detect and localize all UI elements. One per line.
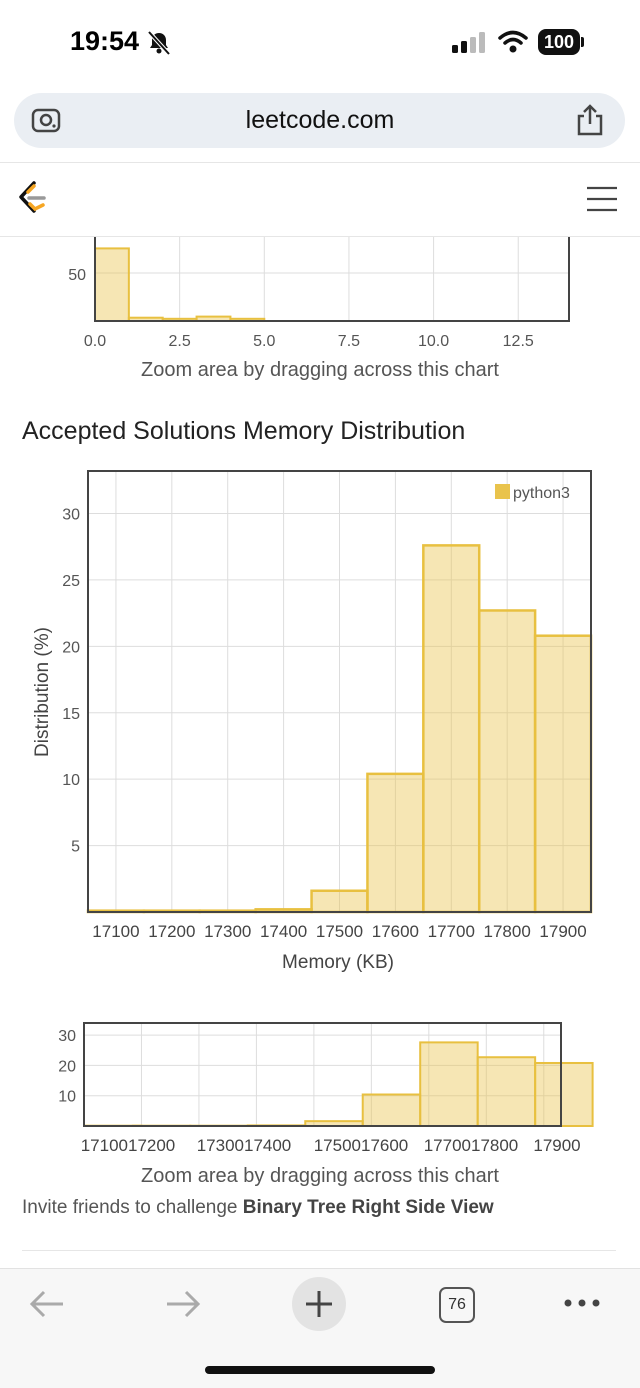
memory-zoom-chart[interactable]: 10 20 30 1710017200 1730017400 1750017600 177… xyxy=(0,1018,640,1163)
runtime-grid xyxy=(95,237,569,321)
battery-nub xyxy=(581,37,584,47)
histogram-bar[interactable] xyxy=(363,1094,420,1126)
histogram-bar[interactable] xyxy=(478,1057,535,1126)
x-tick-label: 12.5 xyxy=(503,333,534,350)
x-tick-label: 1770017800 xyxy=(424,1136,519,1155)
y-tick-label: 15 xyxy=(62,706,80,723)
y-tick-label: 10 xyxy=(62,772,80,789)
x-tick-label: 1750017600 xyxy=(314,1136,409,1155)
x-tick-label: 0.0 xyxy=(84,333,106,350)
x-tick-label: 17500 xyxy=(316,922,363,941)
x-tick-label: 17900 xyxy=(539,922,586,941)
x-tick-label: 17300 xyxy=(204,922,251,941)
histogram-bar[interactable] xyxy=(479,610,535,912)
y-axis-label: Distribution (%) xyxy=(32,627,53,757)
x-axis-label: Memory (KB) xyxy=(282,952,394,973)
x-tick-label: 17700 xyxy=(428,922,475,941)
y-tick-label: 30 xyxy=(62,507,80,524)
wifi-icon xyxy=(498,30,528,54)
zoom-hint: Zoom area by dragging across this chart xyxy=(0,359,640,382)
x-tick-label: 17800 xyxy=(484,922,531,941)
x-tick-label: 1710017200 xyxy=(81,1136,176,1155)
zoom-bars xyxy=(84,1042,593,1126)
x-tick-label: 17400 xyxy=(260,922,307,941)
runtime-zoom-chart[interactable]: 50 0.0 2.5 5.0 7.5 10.0 12.5 xyxy=(0,237,640,355)
battery-icon: 100 xyxy=(538,29,580,55)
new-tab-button[interactable] xyxy=(292,1277,346,1331)
y-tick-label: 25 xyxy=(62,573,80,590)
invite-prefix: Invite friends to challenge xyxy=(22,1197,243,1218)
invite-problem-link[interactable]: Binary Tree Right Side View xyxy=(243,1197,494,1218)
cellular-signal-icon xyxy=(452,32,488,54)
bell-slash-icon xyxy=(146,30,172,56)
x-tick-label: 2.5 xyxy=(169,333,191,350)
y-tick-label: 50 xyxy=(68,267,86,284)
browser-divider xyxy=(0,162,640,163)
legend-swatch xyxy=(495,484,510,499)
y-tick-label: 20 xyxy=(62,639,80,656)
leetcode-logo-icon[interactable] xyxy=(16,180,48,216)
x-tick-label: 10.0 xyxy=(418,333,449,350)
y-tick-label: 30 xyxy=(58,1028,76,1045)
home-indicator xyxy=(205,1366,435,1374)
histogram-bar[interactable] xyxy=(535,1063,592,1126)
forward-arrow-icon[interactable] xyxy=(164,1288,202,1320)
more-icon[interactable] xyxy=(562,1293,602,1313)
status-time: 19:54 xyxy=(70,26,139,57)
invite-text: Invite friends to challenge Binary Tree … xyxy=(22,1197,494,1219)
x-tick-label: 5.0 xyxy=(253,333,275,350)
x-tick-label: 7.5 xyxy=(338,333,360,350)
share-icon[interactable] xyxy=(575,103,605,137)
section-title: Accepted Solutions Memory Distribution xyxy=(22,417,465,446)
y-tick-label: 20 xyxy=(58,1058,76,1075)
histogram-bar[interactable] xyxy=(367,774,423,912)
x-tick-label: 17600 xyxy=(372,922,419,941)
histogram-bar[interactable] xyxy=(312,891,368,912)
hamburger-menu-icon[interactable] xyxy=(586,186,618,212)
y-tick-label: 5 xyxy=(71,839,80,856)
histogram-bar[interactable] xyxy=(535,636,591,912)
back-arrow-icon[interactable] xyxy=(28,1288,66,1320)
zoom-hint: Zoom area by dragging across this chart xyxy=(0,1165,640,1188)
legend-label[interactable]: python3 xyxy=(513,485,570,502)
tabs-icon[interactable]: 76 xyxy=(439,1287,475,1323)
x-tick-label: 17200 xyxy=(148,922,195,941)
content-divider xyxy=(22,1250,616,1251)
x-tick-label: 17900 xyxy=(533,1136,580,1155)
x-tick-label: 1730017400 xyxy=(197,1136,292,1155)
x-tick-label: 17100 xyxy=(92,922,139,941)
url-text[interactable]: leetcode.com xyxy=(0,106,640,135)
memory-distribution-chart[interactable]: 5 10 15 20 25 30 17100 17200 17300 17400 17500 176… xyxy=(0,460,640,980)
plus-icon xyxy=(292,1277,346,1331)
y-tick-label: 10 xyxy=(58,1089,76,1106)
histogram-bar[interactable] xyxy=(423,545,479,912)
histogram-bar[interactable] xyxy=(420,1042,477,1126)
histogram-bar[interactable] xyxy=(95,248,129,321)
